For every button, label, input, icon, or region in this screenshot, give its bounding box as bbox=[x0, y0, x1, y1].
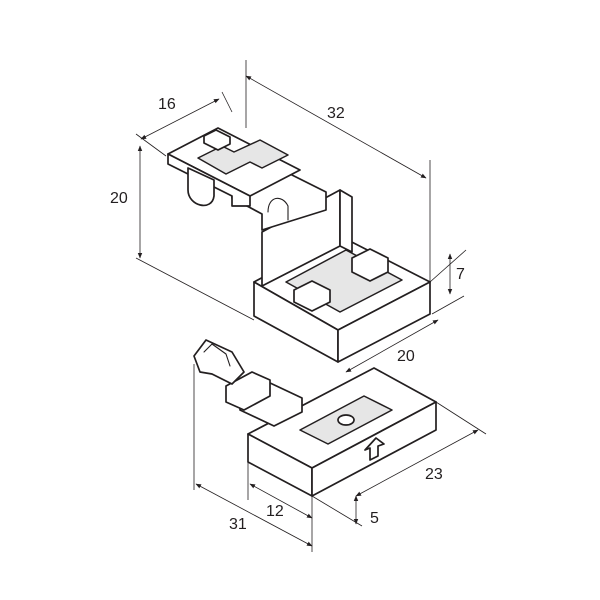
dimension-labels: 16 32 20 7 20 23 5 12 31 bbox=[110, 96, 465, 533]
label-bottom-width: 23 bbox=[425, 466, 443, 483]
bottom-part bbox=[193, 339, 437, 497]
bottom-push-clip bbox=[193, 339, 245, 385]
label-bottom-overall: 31 bbox=[229, 516, 247, 533]
bottom-stem-collar bbox=[225, 371, 271, 411]
label-top-length: 32 bbox=[327, 105, 345, 122]
dimension-lines bbox=[135, 60, 487, 552]
ext-line bbox=[221, 91, 233, 113]
label-top-step: 7 bbox=[456, 266, 465, 283]
dim-line-top-depth bbox=[345, 319, 439, 373]
dim-line-bottom-overall bbox=[195, 483, 313, 547]
ext-line bbox=[431, 295, 465, 315]
label-top-width: 16 bbox=[158, 96, 176, 113]
top-arm-hook bbox=[267, 197, 289, 221]
bottom-screw-hole bbox=[337, 414, 355, 426]
label-top-depth: 20 bbox=[397, 348, 415, 365]
bottom-push-clip-arrow bbox=[203, 343, 231, 367]
top-clip-tab-right bbox=[351, 248, 389, 282]
top-part bbox=[167, 127, 431, 363]
dim-line-top-length bbox=[245, 75, 427, 179]
top-rear-wall-side bbox=[339, 189, 353, 253]
ext-line bbox=[311, 495, 363, 527]
ext-line bbox=[135, 133, 167, 157]
label-bottom-stem: 12 bbox=[266, 503, 284, 520]
top-end-lug bbox=[187, 167, 215, 207]
label-top-height: 20 bbox=[110, 190, 128, 207]
dim-line-bottom-width bbox=[355, 429, 479, 497]
dim-line-top-width bbox=[140, 98, 220, 140]
ext-line bbox=[429, 249, 467, 283]
label-bottom-thickness: 5 bbox=[370, 510, 379, 527]
top-clip-tab-left bbox=[293, 280, 331, 312]
ext-line bbox=[435, 401, 487, 435]
ext-line bbox=[135, 257, 255, 321]
